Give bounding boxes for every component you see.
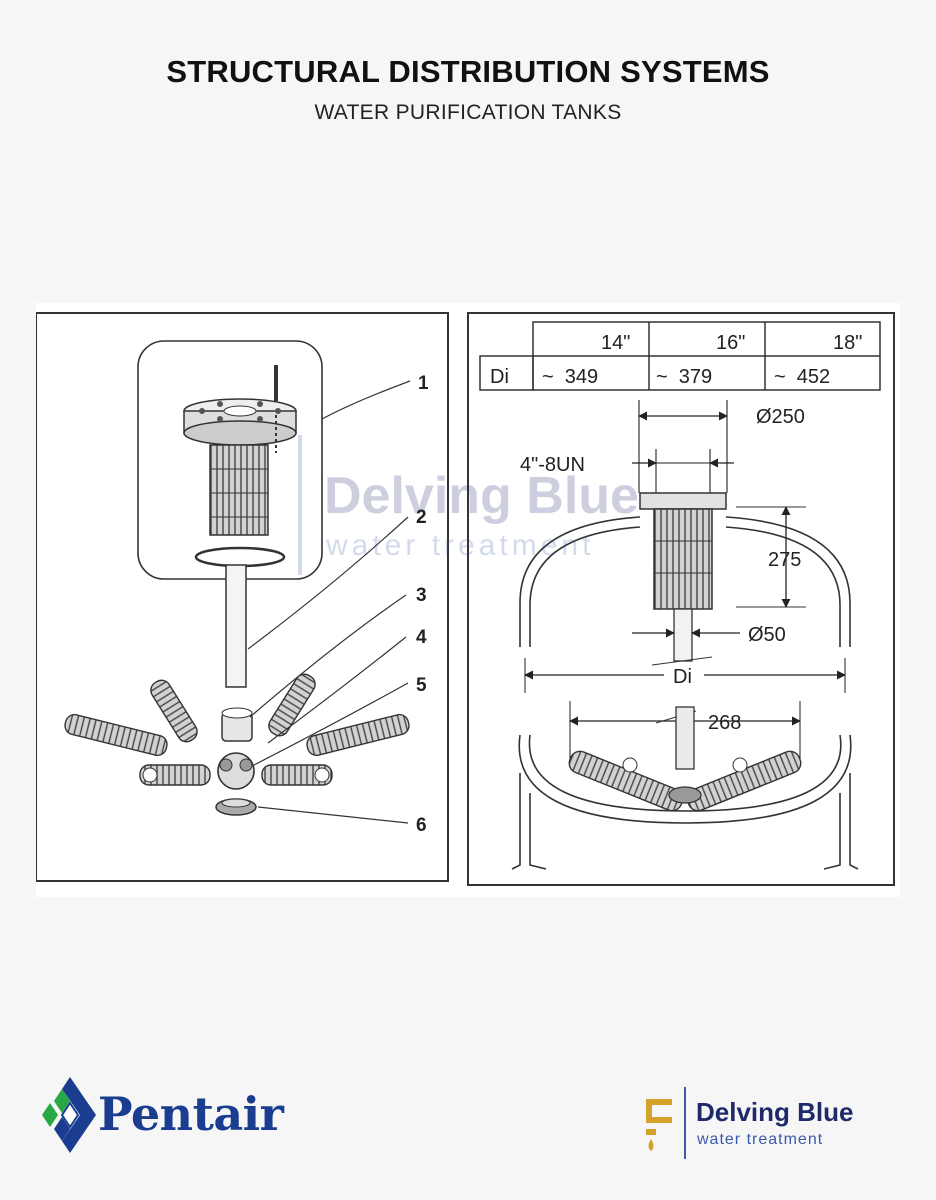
dim-pipe-diameter: Ø50	[748, 624, 786, 646]
pentair-diamond-icon	[42, 1077, 96, 1153]
size-table: 14" 16" 18" Di ~ 349 ~ 379 ~ 452	[479, 321, 881, 391]
delving-blue-name: Delving Blue	[696, 1097, 854, 1127]
part-number-3: 3	[416, 585, 427, 606]
page-subtitle: WATER PURIFICATION TANKS	[314, 101, 622, 124]
table-value-18: ~ 452	[774, 366, 830, 388]
delving-blue-tagline: water treatment	[697, 1131, 824, 1148]
technical-drawing: 1 2 3 4 5 6 14" 16" 18"	[36, 303, 900, 897]
table-value-14: ~ 349	[542, 366, 598, 388]
dim-thread: 4"-8UN	[520, 454, 585, 476]
flange-part	[183, 398, 297, 446]
part-number-1: 1	[418, 373, 429, 394]
drawing-svg: 1 2 3 4 5 6 14" 16" 18"	[36, 312, 895, 886]
dim-height: 275	[768, 549, 801, 571]
watermark-tagline: water treatment	[325, 529, 594, 562]
dim-inner-diameter: Di	[673, 666, 692, 688]
table-row-label: Di	[490, 366, 509, 388]
tank-top-head	[519, 516, 851, 647]
exploded-view-panel: 1 2 3 4 5 6	[36, 312, 449, 882]
lateral-nozzles	[64, 673, 410, 786]
part-number-4: 4	[416, 627, 427, 648]
hub-parts	[215, 707, 257, 816]
faucet-icon	[646, 1099, 672, 1151]
logo-divider	[684, 1087, 686, 1159]
part-number-5: 5	[416, 675, 427, 696]
dimension-view-panel: 14" 16" 18" Di ~ 349 ~ 379 ~ 452 Ø250	[467, 312, 895, 886]
table-value-16: ~ 379	[656, 366, 712, 388]
head-assembly: Ø250 4"-8UN	[520, 400, 805, 662]
page-title: STRUCTURAL DISTRIBUTION SYSTEMS	[166, 54, 770, 89]
watermark: Delving Blue water treatment	[298, 435, 639, 575]
table-header-18: 18"	[833, 332, 862, 354]
dim-top-diameter: Ø250	[756, 406, 805, 428]
delving-blue-logo: Delving Blue water treatment	[640, 1083, 910, 1163]
dim-lateral-span: 268	[708, 712, 741, 734]
leader-lines	[247, 380, 411, 824]
part-number-6: 6	[416, 815, 427, 836]
tank-bottom	[511, 706, 859, 870]
table-header-16: 16"	[716, 332, 745, 354]
table-header-14: 14"	[601, 332, 630, 354]
watermark-name: Delving Blue	[324, 467, 639, 525]
pentair-wordmark: Pentair	[98, 1087, 284, 1141]
part-number-2: 2	[416, 507, 427, 528]
pentair-logo: Pentair	[40, 1075, 340, 1155]
